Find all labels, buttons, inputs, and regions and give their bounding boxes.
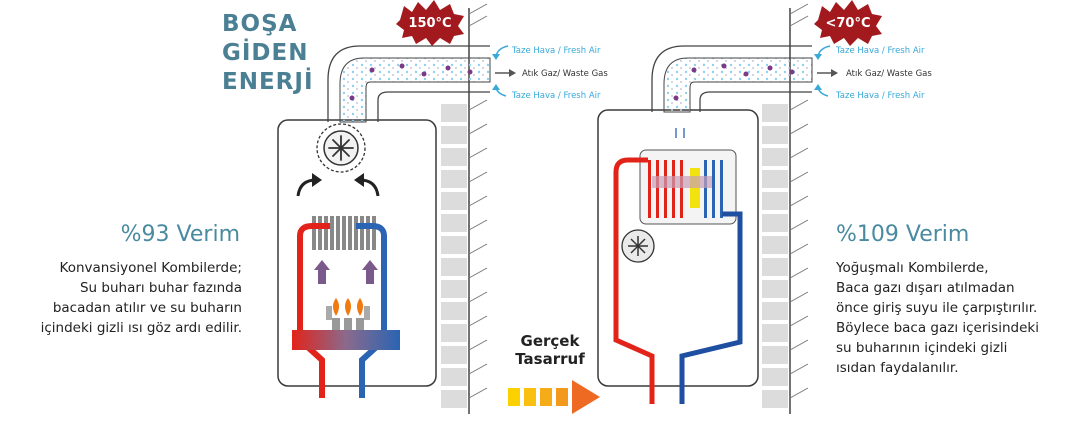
wasted-energy-title: BOŞA GİDEN ENERJİ [222, 10, 342, 97]
savings-line: Tasarruf [515, 350, 585, 368]
right-temp-text: <70°C [825, 16, 870, 31]
desc-line: ısıdan faydalanılır. [836, 360, 959, 376]
desc-line: önce giriş suyu ile çarpıştırılır. [836, 300, 1038, 316]
left-waste-gas-label: Atık Gaz/ Waste Gas [522, 69, 608, 79]
desc-line: içindeki gizli ısı göz ardı edilir. [40, 320, 242, 336]
right-fresh-air-top-label: Taze Hava / Fresh Air [836, 46, 925, 56]
left-temp-text: 150°C [408, 16, 451, 31]
right-fresh-air-bottom-label: Taze Hava / Fresh Air [836, 91, 925, 101]
left-fresh-air-top-label: Taze Hava / Fresh Air [512, 46, 601, 56]
right-efficiency: %109 Verim [836, 222, 970, 247]
right-boiler [597, 45, 813, 404]
left-efficiency: %93 Verim [120, 222, 240, 247]
left-description: Konvansiyonel Kombilerde; Su buharı buha… [0, 258, 242, 338]
desc-line: su buharının içindeki gizli [836, 340, 1008, 356]
right-flow-arrows [814, 45, 838, 97]
left-flow-arrows [492, 45, 516, 97]
title-line: BOŞA [222, 11, 298, 37]
right-waste-gas-label: Atık Gaz/ Waste Gas [846, 69, 932, 79]
desc-line: Yoğuşmalı Kombilerde, [836, 260, 989, 276]
right-temp-badge: <70°C [814, 0, 882, 46]
real-savings-label: Gerçek Tasarruf [500, 332, 600, 368]
savings-arrow [508, 380, 600, 414]
title-line: ENERJİ [222, 69, 314, 95]
left-boiler [277, 45, 491, 398]
left-wall [440, 3, 488, 414]
desc-line: Su buharı buhar fazında [79, 280, 242, 296]
left-fresh-air-bottom-label: Taze Hava / Fresh Air [512, 91, 601, 101]
desc-line: Konvansiyonel Kombilerde; [59, 260, 242, 276]
desc-line: Baca gazı dışarı atılmadan [836, 280, 1015, 296]
desc-line: bacadan atılır ve su buharın [52, 300, 242, 316]
title-line: GİDEN [222, 40, 309, 66]
right-description: Yoğuşmalı Kombilerde, Baca gazı dışarı a… [836, 258, 1080, 378]
savings-line: Gerçek [520, 332, 580, 350]
desc-line: Böylece baca gazı içerisindeki [836, 320, 1039, 336]
left-temp-badge: 150°C [396, 0, 464, 46]
